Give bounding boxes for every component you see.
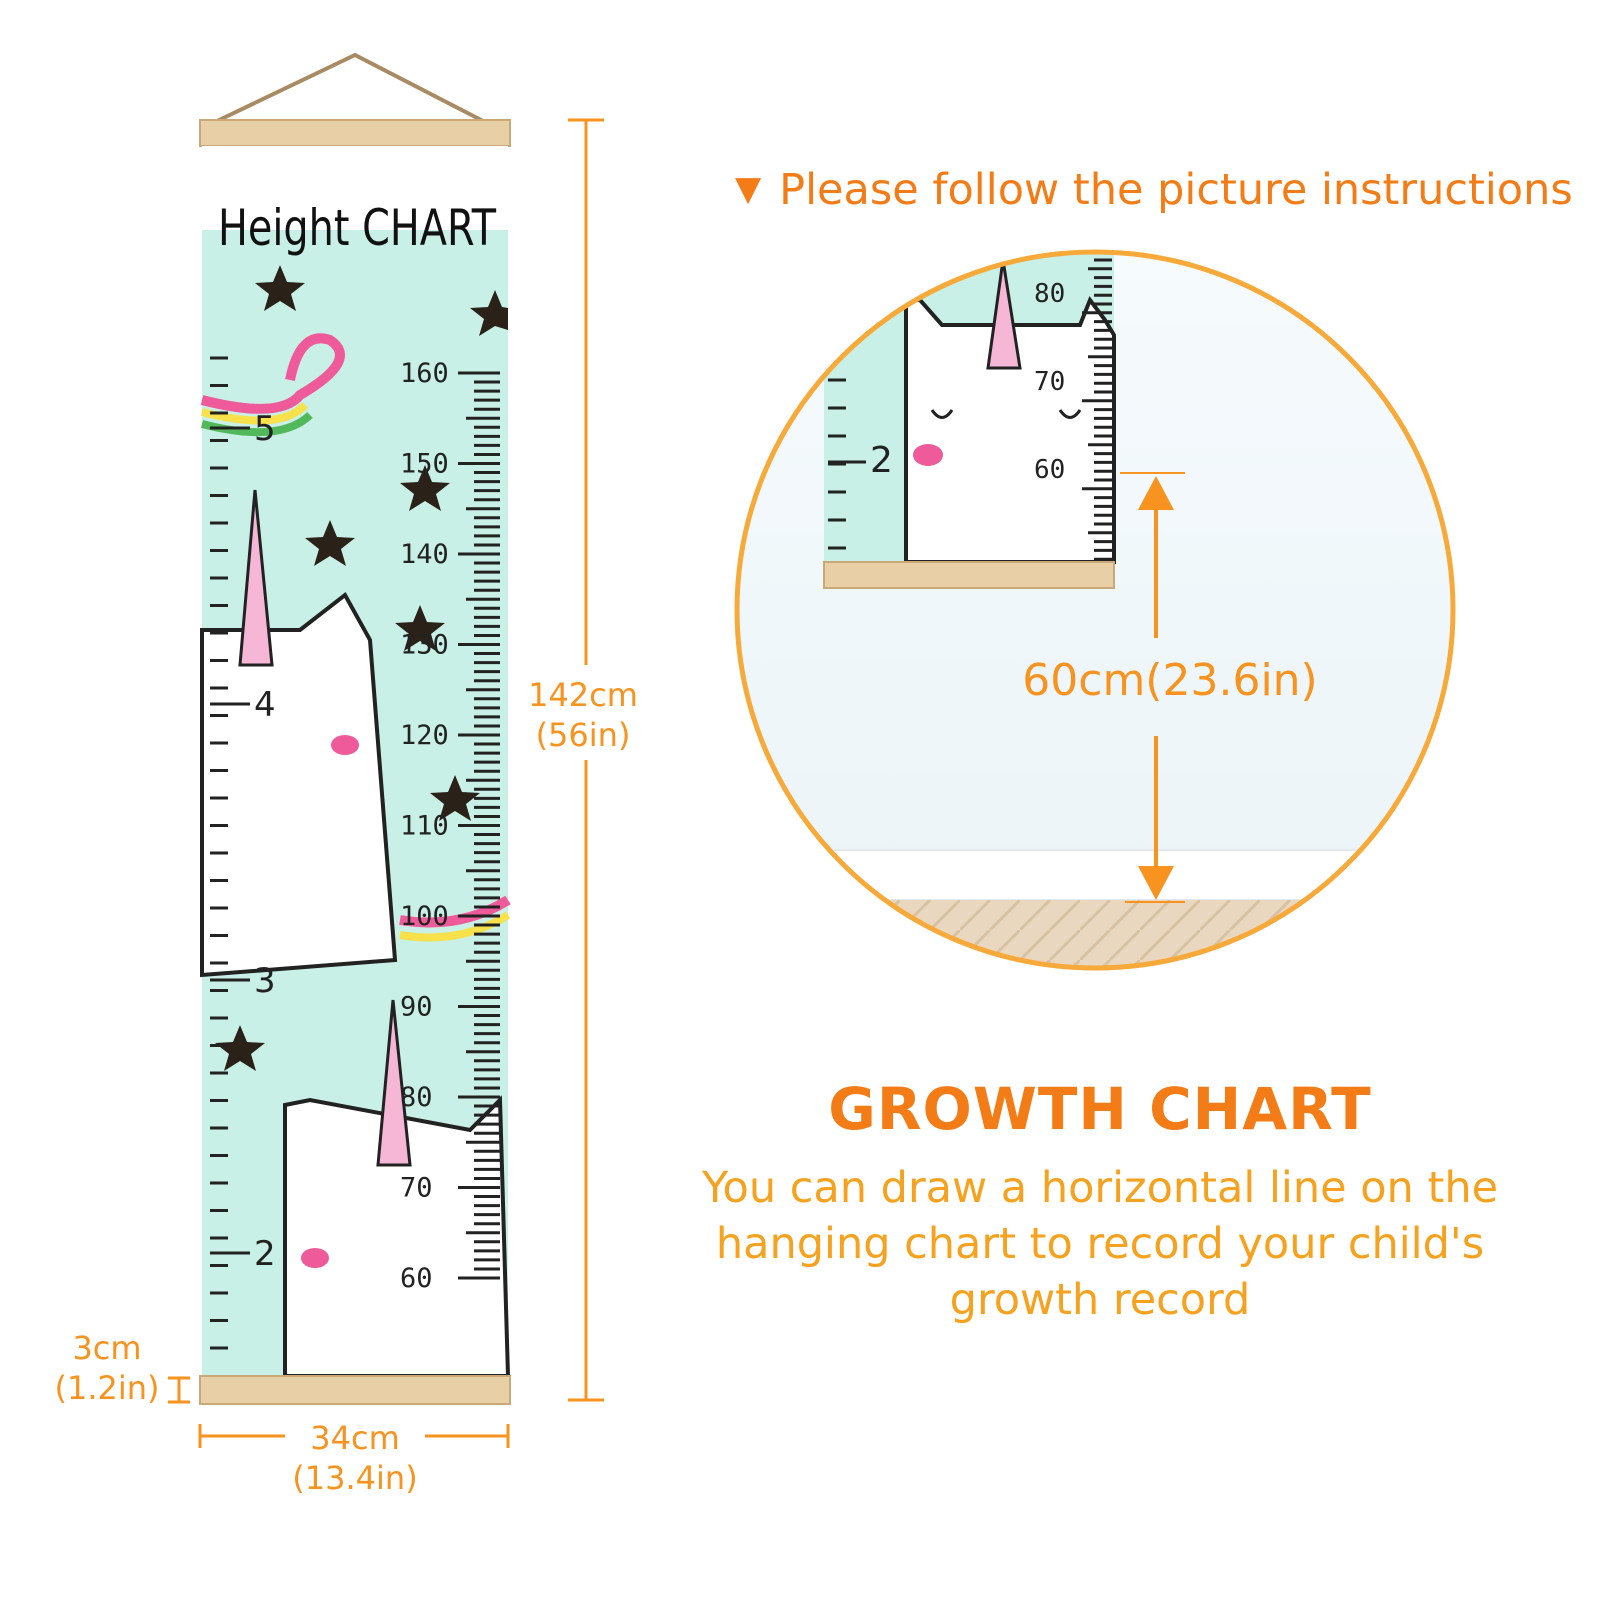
zoom-circle-illustration: 2 80 70 60 — [734, 249, 1456, 971]
mount-height-label: 60cm(23.6in) — [1022, 655, 1318, 706]
ft-label: 5 — [254, 409, 276, 449]
wood-floor — [737, 900, 1453, 968]
bottom-wood-bar — [199, 1375, 511, 1405]
hanging-banner-graphic: 160 150 140 130 120 110 100 90 80 70 60 5 4 3 2 Heigh… — [168, 52, 604, 1448]
star-decorations — [215, 265, 508, 1071]
growth-chart-description: You can draw a horizontal line on the ha… — [701, 1163, 1499, 1325]
height-cm-text: 142cm — [528, 676, 638, 714]
ft-label: 2 — [254, 1234, 276, 1274]
cm-label: 160 — [400, 358, 449, 389]
cm-label: 60 — [400, 1263, 433, 1294]
bar-dimension-label: 3cm (1.2in) — [42, 1328, 172, 1408]
zoom-cm-70: 70 — [1034, 367, 1065, 397]
cat-illustration — [200, 591, 398, 978]
cm-label: 130 — [400, 630, 449, 661]
top-wood-bar — [199, 119, 511, 147]
growth-chart-title: GROWTH CHART — [828, 1075, 1372, 1143]
triangle-down-icon: ▼ — [735, 169, 762, 209]
height-dimension-line — [568, 118, 604, 1402]
right-ruler-ticks — [458, 371, 500, 1280]
cm-label: 70 — [400, 1173, 433, 1204]
height-dimension-label: 142cm (56in) — [518, 675, 648, 755]
instructions-text: Please follow the picture instructions — [779, 165, 1573, 215]
cm-label: 120 — [400, 720, 449, 751]
cm-label: 150 — [400, 449, 449, 480]
cm-label: 110 — [400, 811, 449, 842]
arrow-down-icon — [1138, 866, 1174, 900]
unicorn-horn — [238, 489, 274, 667]
bar-in-text: (1.2in) — [54, 1369, 160, 1407]
width-cm-text: 34cm — [310, 1419, 400, 1457]
unicorn-horn-lower — [376, 999, 412, 1167]
width-dimension-label: 34cm (13.4in) — [280, 1418, 430, 1498]
left-ruler-ticks — [210, 356, 250, 1350]
bar-thickness-marker — [168, 1376, 190, 1404]
arrow-up-icon — [1138, 476, 1174, 510]
rainbow-tail — [200, 333, 345, 414]
zoom-ft-label: 2 — [870, 440, 893, 481]
bar-cm-text: 3cm — [72, 1329, 142, 1367]
zoom-circle-border — [734, 249, 1456, 971]
ft-label: 4 — [254, 685, 276, 725]
ft-scale-labels: 5 4 3 2 — [254, 409, 276, 1274]
zoom-cm-80: 80 — [1034, 279, 1065, 309]
cm-label: 100 — [400, 901, 449, 932]
zoom-cm-60: 60 — [1034, 455, 1065, 485]
cm-label: 140 — [400, 539, 449, 570]
banner-title: Height CHART — [218, 199, 496, 257]
width-dimension-line — [198, 1424, 510, 1448]
chart-closeup: 2 80 70 60 — [823, 252, 1116, 589]
instructions-heading: ▼ Please follow the picture instructions — [735, 165, 1573, 215]
height-in-text: (56in) — [535, 716, 631, 754]
cm-scale-labels: 160 150 140 130 120 110 100 90 80 70 60 — [400, 358, 449, 1294]
width-in-text: (13.4in) — [292, 1459, 418, 1497]
hanging-rope — [214, 52, 486, 124]
cm-label: 80 — [400, 1082, 433, 1113]
cm-label: 90 — [400, 992, 433, 1023]
ft-label: 3 — [254, 961, 276, 1001]
mount-height-arrow — [1120, 472, 1185, 903]
